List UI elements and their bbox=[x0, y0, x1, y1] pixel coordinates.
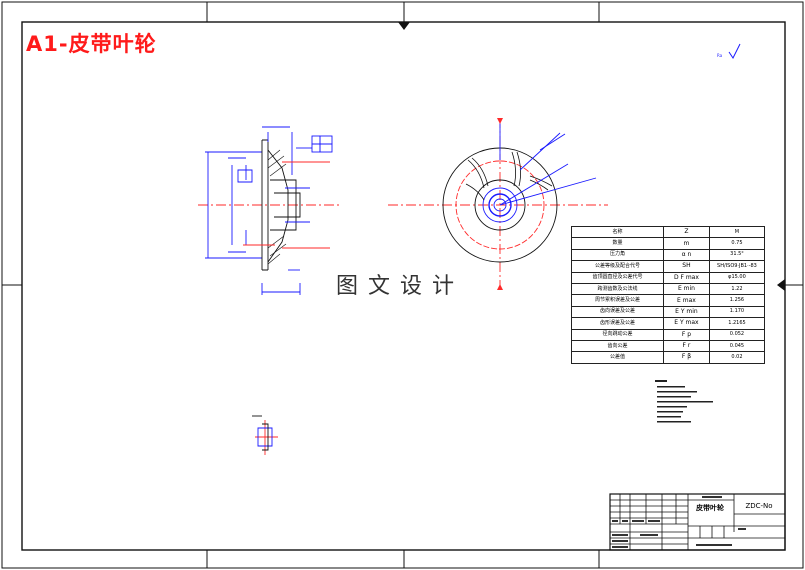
table-cell: E max bbox=[662, 294, 710, 307]
gear-parameter-table: 名称 Z M 数量 m 0.75 压力角 α n 31.5° 公差等级及配合代号… bbox=[571, 225, 766, 364]
table-row: 齿向公差 F r 0.045 bbox=[571, 339, 766, 353]
table-cell: 齿顶圆直径及公差代号 bbox=[571, 271, 664, 284]
table-cell: 周节累积误差及公差 bbox=[571, 294, 664, 307]
table-cell: α n bbox=[662, 248, 710, 262]
table-header-cell: Z bbox=[662, 225, 710, 239]
title-block-fills bbox=[612, 496, 746, 548]
table-row: 跨测齿数及公法线 E min 1.22 bbox=[571, 282, 766, 296]
title-block-part-name: 皮带叶轮 bbox=[696, 504, 724, 512]
table-cell: 径向跳动公差 bbox=[571, 328, 664, 341]
table-row: 齿顶圆直径及公差代号 D F max φ15.00 bbox=[571, 271, 766, 284]
center-mark-top bbox=[398, 22, 410, 30]
table-row: 压力角 α n 31.5° bbox=[571, 248, 766, 262]
table-cell: 齿向公差 bbox=[571, 339, 664, 353]
table-row: 齿向误差及公差 E Y min 1.170 bbox=[571, 305, 766, 319]
table-row: 公差等级及配合代号 SH SH/ISO9·JB1·-83 bbox=[571, 260, 766, 273]
table-cell: 1.256 bbox=[708, 294, 766, 307]
table-cell: φ15.00 bbox=[708, 271, 766, 284]
table-row: 齿形误差及公差 E Y max 1.2165 bbox=[571, 317, 766, 330]
center-mark-right bbox=[777, 279, 785, 291]
table-cell: D F max bbox=[662, 271, 710, 284]
table-cell: 齿形误差及公差 bbox=[571, 317, 664, 330]
table-cell: F r bbox=[662, 339, 710, 353]
tech-notes bbox=[655, 380, 713, 423]
table-header-row: 名称 Z M bbox=[571, 225, 766, 239]
table-cell: m bbox=[662, 237, 710, 250]
table-row: 周节累积误差及公差 E max 1.256 bbox=[571, 294, 766, 307]
table-cell: 0.02 bbox=[708, 351, 766, 364]
table-cell: 1.170 bbox=[708, 305, 766, 319]
table-cell: 公差等级及配合代号 bbox=[571, 260, 664, 273]
table-row: 径向跳动公差 F p 0.052 bbox=[571, 328, 766, 341]
title-block bbox=[609, 493, 786, 551]
table-header-cell: 名称 bbox=[571, 225, 664, 239]
table-header-cell: M bbox=[708, 225, 766, 239]
table-row: 公差值 F β 0.02 bbox=[571, 351, 766, 364]
detail-view bbox=[252, 415, 278, 455]
table-cell: 0.052 bbox=[708, 328, 766, 341]
roughness-symbol: Ra bbox=[717, 43, 741, 59]
table-cell: SH bbox=[662, 260, 710, 273]
table-cell: 齿向误差及公差 bbox=[571, 305, 664, 319]
table-cell: 0.75 bbox=[708, 237, 766, 250]
svg-text:Ra: Ra bbox=[717, 53, 723, 58]
table-cell: 压力角 bbox=[571, 248, 664, 262]
table-cell: 跨测齿数及公法线 bbox=[571, 282, 664, 296]
table-cell: 0.045 bbox=[708, 339, 766, 353]
title-block-drawing-code: ZDC-No bbox=[745, 502, 773, 510]
section-view bbox=[198, 126, 340, 295]
table-cell: E min bbox=[662, 282, 710, 296]
table-cell: E Y min bbox=[662, 305, 710, 319]
drawing-title: A1-皮带叶轮 bbox=[26, 32, 157, 56]
table-cell: 公差值 bbox=[571, 351, 664, 364]
table-cell: SH/ISO9·JB1·-83 bbox=[708, 260, 766, 273]
table-cell: F p bbox=[662, 328, 710, 341]
table-cell: E Y max bbox=[662, 317, 710, 330]
watermark-text: 图文设计 bbox=[336, 274, 465, 299]
table-cell: 数量 bbox=[571, 237, 664, 250]
front-view bbox=[388, 118, 608, 290]
table-row: 数量 m 0.75 bbox=[571, 237, 766, 250]
table-cell: F β bbox=[662, 351, 710, 364]
table-cell: 1.2165 bbox=[708, 317, 766, 330]
table-cell: 1.22 bbox=[708, 282, 766, 296]
table-cell: 31.5° bbox=[708, 248, 766, 262]
